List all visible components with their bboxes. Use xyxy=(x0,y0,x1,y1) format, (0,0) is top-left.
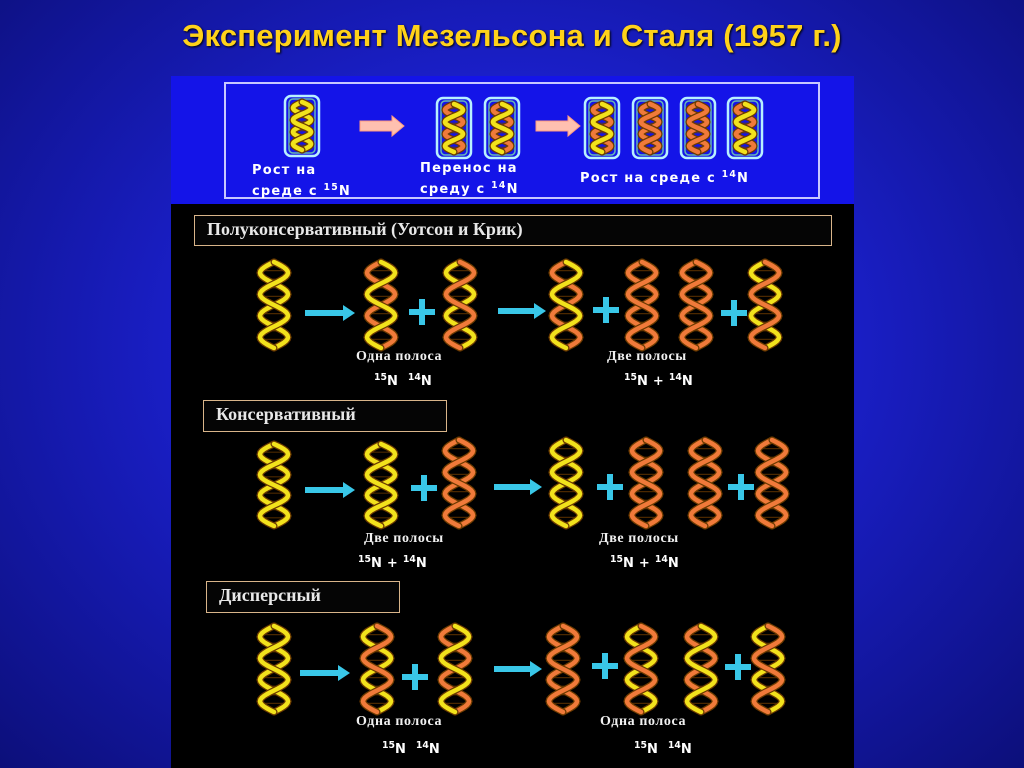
dna-helix-icon xyxy=(589,100,615,156)
dna-helix-icon xyxy=(687,436,723,530)
dna-helix-icon xyxy=(732,100,758,156)
dna-helix-icon xyxy=(685,100,711,156)
plus-icon xyxy=(593,297,619,323)
dna-helix-icon xyxy=(256,622,292,716)
step1-caption: Рост на среде с 15N xyxy=(252,163,352,200)
plus-icon xyxy=(728,474,754,500)
band-label: Одна полоса xyxy=(356,349,443,364)
dna-helix-icon xyxy=(683,622,719,716)
dna-helix-icon xyxy=(256,440,292,530)
page-title: Эксперимент Мезельсона и Сталя (1957 г.) xyxy=(182,18,842,53)
isotope-label: 15N+14N xyxy=(358,554,427,572)
dna-helix-icon xyxy=(548,436,584,530)
dna-helix-icon xyxy=(754,436,790,530)
dna-helix-icon xyxy=(441,436,477,530)
model-label-semiconservative: Полуконсервативный (Уотсон и Крик) xyxy=(194,215,832,246)
dna-helix-icon xyxy=(747,258,783,352)
arrow-icon xyxy=(305,305,355,321)
band-label: Одна полоса xyxy=(600,714,687,729)
arrow-icon xyxy=(494,661,542,677)
dna-helix-icon xyxy=(545,622,581,716)
dna-helix-icon xyxy=(637,100,663,156)
dna-helix-icon xyxy=(363,440,399,530)
plus-icon xyxy=(409,299,435,325)
band-label: Две полосы xyxy=(364,531,444,546)
dna-helix-icon xyxy=(628,436,664,530)
step2-caption: Перенос на среду с 14N xyxy=(420,161,519,198)
dna-helix-icon xyxy=(678,258,714,352)
dna-helix-icon xyxy=(363,258,399,352)
arrow-icon xyxy=(494,479,542,495)
band-label: Одна полоса xyxy=(356,714,443,729)
plus-icon xyxy=(725,654,751,680)
arrow-icon xyxy=(305,482,355,498)
model-label-dispersive: Дисперсный xyxy=(206,581,400,613)
plus-icon xyxy=(411,475,437,501)
dna-helix-icon xyxy=(289,98,315,154)
dna-helix-icon xyxy=(359,622,395,716)
dna-helix-icon xyxy=(441,100,467,156)
dna-helix-icon xyxy=(548,258,584,352)
transfer-arrow-icon xyxy=(359,114,405,138)
plus-icon xyxy=(402,664,428,690)
arrow-icon xyxy=(498,303,546,319)
isotope-label: 15N+14N xyxy=(624,372,693,390)
dna-helix-icon xyxy=(489,100,515,156)
transfer-arrow-icon xyxy=(535,114,581,138)
dna-helix-icon xyxy=(623,622,659,716)
dna-helix-icon xyxy=(624,258,660,352)
dna-helix-icon xyxy=(750,622,786,716)
plus-icon xyxy=(721,300,747,326)
band-label: Две полосы xyxy=(607,349,687,364)
arrow-icon xyxy=(300,665,350,681)
plus-icon xyxy=(592,653,618,679)
dna-helix-icon xyxy=(437,622,473,716)
isotope-label: 15N+14N xyxy=(610,554,679,572)
dna-helix-icon xyxy=(442,258,478,352)
model-label-conservative: Консервативный xyxy=(203,400,447,432)
band-label: Две полосы xyxy=(599,531,679,546)
step3-caption: Рост на среде с 14N xyxy=(580,169,750,187)
plus-icon xyxy=(597,474,623,500)
top-experiment-frame xyxy=(224,82,820,199)
dna-helix-icon xyxy=(256,258,292,352)
